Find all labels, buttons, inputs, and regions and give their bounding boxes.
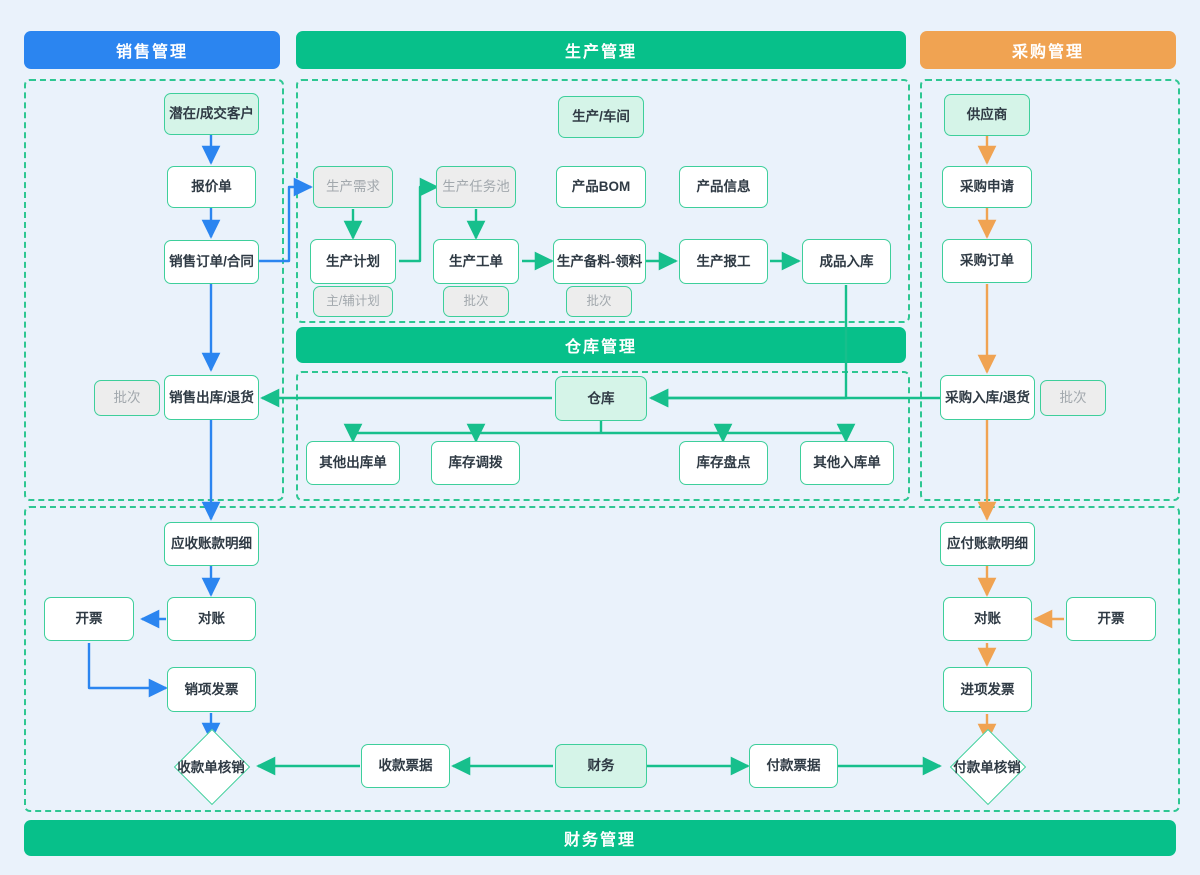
node-purchase-requisition[interactable]: 采购申请 xyxy=(942,166,1032,208)
node-picking-batch[interactable]: 批次 xyxy=(566,286,632,317)
node-production-plan-sub[interactable]: 主/辅计划 xyxy=(313,286,393,317)
node-payment-voucher[interactable]: 付款票据 xyxy=(749,744,838,788)
node-production-picking[interactable]: 生产备料-领料 xyxy=(553,239,646,284)
receipt-writeoff-label: 收款单核销 xyxy=(177,760,245,775)
node-quotation[interactable]: 报价单 xyxy=(167,166,256,208)
node-purchase-order[interactable]: 采购订单 xyxy=(942,239,1032,283)
node-stock-transfer[interactable]: 库存调拨 xyxy=(431,441,520,485)
region-warehouse xyxy=(296,371,910,501)
node-product-bom[interactable]: 产品BOM xyxy=(556,166,646,208)
node-output-invoice[interactable]: 销项发票 xyxy=(167,667,256,712)
node-sales-batch[interactable]: 批次 xyxy=(94,380,160,416)
header-bar-warehouse: 仓库管理 xyxy=(296,327,906,363)
node-stock-take[interactable]: 库存盘点 xyxy=(679,441,768,485)
node-accounts-receivable[interactable]: 应收账款明细 xyxy=(164,522,259,566)
node-ap-invoice-issue[interactable]: 开票 xyxy=(1066,597,1156,641)
node-payment-writeoff[interactable]: 付款单核销 xyxy=(933,728,1041,806)
node-production-demand[interactable]: 生产需求 xyxy=(313,166,393,208)
node-supplier[interactable]: 供应商 xyxy=(944,94,1030,136)
node-production-workshop[interactable]: 生产/车间 xyxy=(558,96,644,138)
payment-writeoff-label: 付款单核销 xyxy=(953,760,1021,775)
node-production-work-order[interactable]: 生产工单 xyxy=(433,239,519,284)
node-sales-order[interactable]: 销售订单/合同 xyxy=(164,240,259,284)
node-finished-goods-in[interactable]: 成品入库 xyxy=(802,239,891,284)
node-production-task-pool[interactable]: 生产任务池 xyxy=(436,166,516,208)
node-purchase-batch[interactable]: 批次 xyxy=(1040,380,1106,416)
node-receipt-writeoff[interactable]: 收款单核销 xyxy=(157,728,265,806)
node-purchase-receipt[interactable]: 采购入库/退货 xyxy=(940,375,1035,420)
header-bar-production: 生产管理 xyxy=(296,31,906,69)
node-receipt-voucher[interactable]: 收款票据 xyxy=(361,744,450,788)
node-product-info[interactable]: 产品信息 xyxy=(679,166,768,208)
node-production-report[interactable]: 生产报工 xyxy=(679,239,768,284)
node-ar-invoice-issue[interactable]: 开票 xyxy=(44,597,134,641)
node-potential-customer[interactable]: 潜在/成交客户 xyxy=(164,93,259,135)
node-accounts-payable[interactable]: 应付账款明细 xyxy=(940,522,1035,566)
node-input-invoice[interactable]: 进项发票 xyxy=(943,667,1032,712)
node-work-order-batch[interactable]: 批次 xyxy=(443,286,509,317)
node-sales-delivery[interactable]: 销售出库/退货 xyxy=(164,375,259,420)
node-finance-hub[interactable]: 财务 xyxy=(555,744,647,788)
node-warehouse-hub[interactable]: 仓库 xyxy=(555,376,647,421)
node-ar-reconcile[interactable]: 对账 xyxy=(167,597,256,641)
region-sales xyxy=(24,79,284,501)
node-other-inbound[interactable]: 其他入库单 xyxy=(800,441,894,485)
region-purchase xyxy=(920,79,1180,501)
node-production-plan[interactable]: 生产计划 xyxy=(310,239,396,284)
header-bar-sales: 销售管理 xyxy=(24,31,280,69)
header-bar-finance: 财务管理 xyxy=(24,820,1176,856)
node-other-outbound[interactable]: 其他出库单 xyxy=(306,441,400,485)
node-ap-reconcile[interactable]: 对账 xyxy=(943,597,1032,641)
region-finance xyxy=(24,506,1180,812)
header-bar-purchase: 采购管理 xyxy=(920,31,1176,69)
